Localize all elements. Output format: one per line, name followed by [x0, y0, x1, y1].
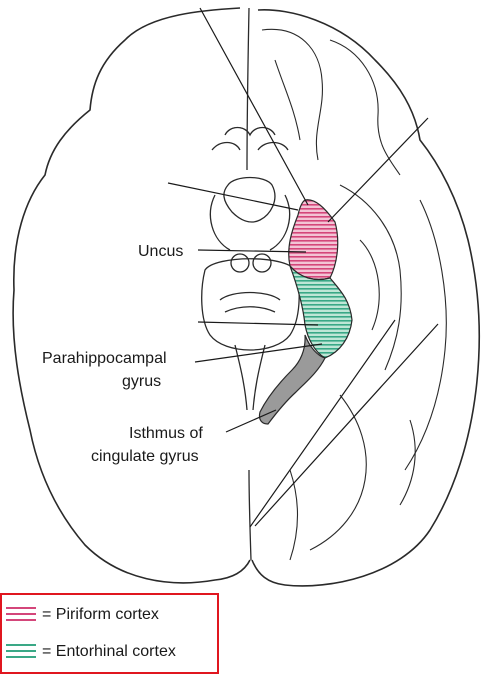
left-hemisphere — [12, 7, 251, 584]
label-parahippocampal-line2: gyrus — [122, 373, 161, 390]
right-hemisphere — [251, 9, 481, 587]
piriform-cortex-region — [288, 199, 339, 281]
legend-item-entorhinal: = Entorhinal cortex — [6, 642, 176, 662]
optic-structures — [209, 126, 291, 251]
isthmus-region — [258, 334, 326, 425]
entorhinal-swatch-icon — [6, 642, 36, 662]
label-isthmus-line2: cingulate gyrus — [91, 448, 199, 465]
label-uncus: Uncus — [138, 243, 183, 260]
label-parahippocampal-line1: Parahippocampal — [42, 350, 167, 367]
legend-label-piriform: = Piriform cortex — [42, 606, 159, 623]
label-isthmus-line1: Isthmus of — [129, 425, 203, 442]
entorhinal-cortex-region — [289, 265, 353, 359]
legend-label-entorhinal: = Entorhinal cortex — [42, 643, 176, 660]
piriform-swatch-icon — [6, 605, 36, 625]
right-gyri — [261, 28, 447, 561]
pointer-lines — [167, 7, 439, 528]
legend: = Piriform cortex = Entorhinal cortex — [0, 593, 219, 674]
longitudinal-fissure — [246, 7, 252, 561]
legend-item-piriform: = Piriform cortex — [6, 605, 159, 625]
